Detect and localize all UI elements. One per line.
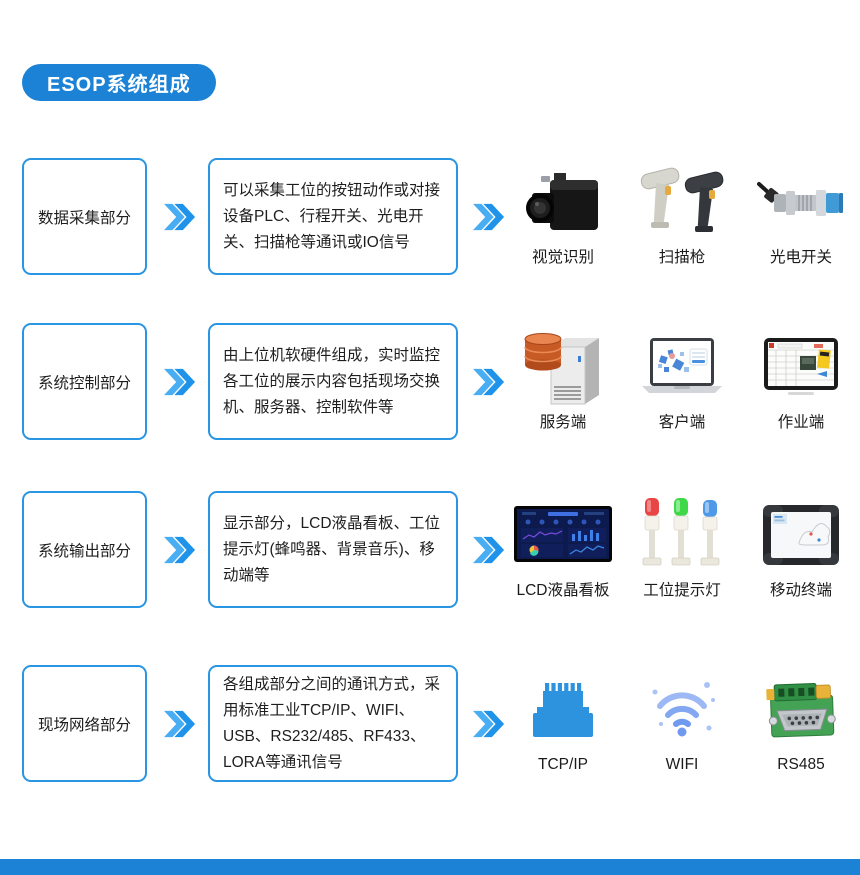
double-chevron-icon <box>164 368 196 395</box>
stage-items: LCD液晶看板 <box>507 491 857 608</box>
double-chevron-icon <box>164 203 196 230</box>
industrial-camera-icon <box>526 172 598 230</box>
item-workstation: 作业端 <box>745 323 857 440</box>
process-row-system-control: 系统控制部分 由上位机软硬件组成，实时监控各工位的展示内容包括现场交换机、服务器… <box>22 323 857 440</box>
item-label: 移动终端 <box>769 582 832 599</box>
double-chevron-icon <box>164 536 196 563</box>
stage-items: 服务端 <box>507 323 857 440</box>
item-tcpip: TCP/IP <box>507 665 619 782</box>
rs485-adapter-icon <box>766 682 836 737</box>
laptop-client-icon <box>642 337 722 393</box>
barcode-scanner-icon <box>640 167 724 232</box>
item-tower-light: 工位提示灯 <box>619 491 745 608</box>
item-label: 作业端 <box>777 414 825 431</box>
stage-label-box: 系统输出部分 <box>22 491 147 608</box>
double-chevron-icon <box>473 368 505 395</box>
process-row-data-collection: 数据采集部分 可以采集工位的按钮动作或对接设备PLC、行程开关、光电开关、扫描枪… <box>22 158 857 275</box>
item-scanner: 扫描枪 <box>619 158 745 275</box>
stage-description-box: 显示部分，LCD液晶看板、工位提示灯(蜂鸣器、背景音乐)、移动端等 <box>208 491 458 608</box>
item-label: WIFI <box>665 756 699 773</box>
item-label: 工位提示灯 <box>643 582 721 599</box>
item-label: 视觉识别 <box>531 249 594 266</box>
footer-accent-bar <box>0 859 860 875</box>
process-row-field-network: 现场网络部分 各组成部分之间的通讯方式，采用标准工业TCP/IP、WIFI、US… <box>22 665 857 782</box>
stage-description-box: 各组成部分之间的通讯方式，采用标准工业TCP/IP、WIFI、USB、RS232… <box>208 665 458 782</box>
double-chevron-icon <box>473 710 505 737</box>
tower-light-icon <box>642 497 720 565</box>
stage-label-box: 系统控制部分 <box>22 323 147 440</box>
double-chevron-icon <box>473 536 505 563</box>
wifi-icon <box>652 681 715 736</box>
item-vision: 视觉识别 <box>507 158 619 275</box>
process-row-system-output: 系统输出部分 显示部分，LCD液晶看板、工位提示灯(蜂鸣器、背景音乐)、移动端等 <box>22 491 857 608</box>
item-label: 客户端 <box>658 414 706 431</box>
item-label: 光电开关 <box>769 249 832 266</box>
stage-items: TCP/IP <box>507 665 857 782</box>
stage-items: 视觉识别 <box>507 158 857 275</box>
item-label: 扫描枪 <box>658 249 706 266</box>
stage-label-box: 现场网络部分 <box>22 665 147 782</box>
double-chevron-icon <box>164 710 196 737</box>
item-server: 服务端 <box>507 323 619 440</box>
item-label: TCP/IP <box>538 756 588 773</box>
lcd-dashboard-icon <box>514 505 612 562</box>
double-chevron-icon <box>473 203 505 230</box>
item-lcd-board: LCD液晶看板 <box>507 491 619 608</box>
ethernet-port-icon <box>533 682 593 737</box>
work-instruction-display-icon <box>764 337 838 395</box>
photoelectric-switch-icon <box>757 181 843 216</box>
rugged-tablet-icon <box>763 504 839 565</box>
stage-label-box: 数据采集部分 <box>22 158 147 275</box>
server-database-icon <box>524 332 599 404</box>
item-rs485: RS485 <box>745 665 857 782</box>
stage-description-box: 由上位机软硬件组成，实时监控各工位的展示内容包括现场交换机、服务器、控制软件等 <box>208 323 458 440</box>
item-wifi: WIFI <box>619 665 745 782</box>
item-label: 服务端 <box>539 414 587 431</box>
page-title: ESOP系统组成 <box>22 64 216 101</box>
item-client: 客户端 <box>619 323 745 440</box>
item-label: LCD液晶看板 <box>516 582 610 599</box>
item-label: RS485 <box>777 756 825 773</box>
item-photo-switch: 光电开关 <box>745 158 857 275</box>
item-mobile-terminal: 移动终端 <box>745 491 857 608</box>
stage-description-box: 可以采集工位的按钮动作或对接设备PLC、行程开关、光电开关、扫描枪等通讯或IO信… <box>208 158 458 275</box>
